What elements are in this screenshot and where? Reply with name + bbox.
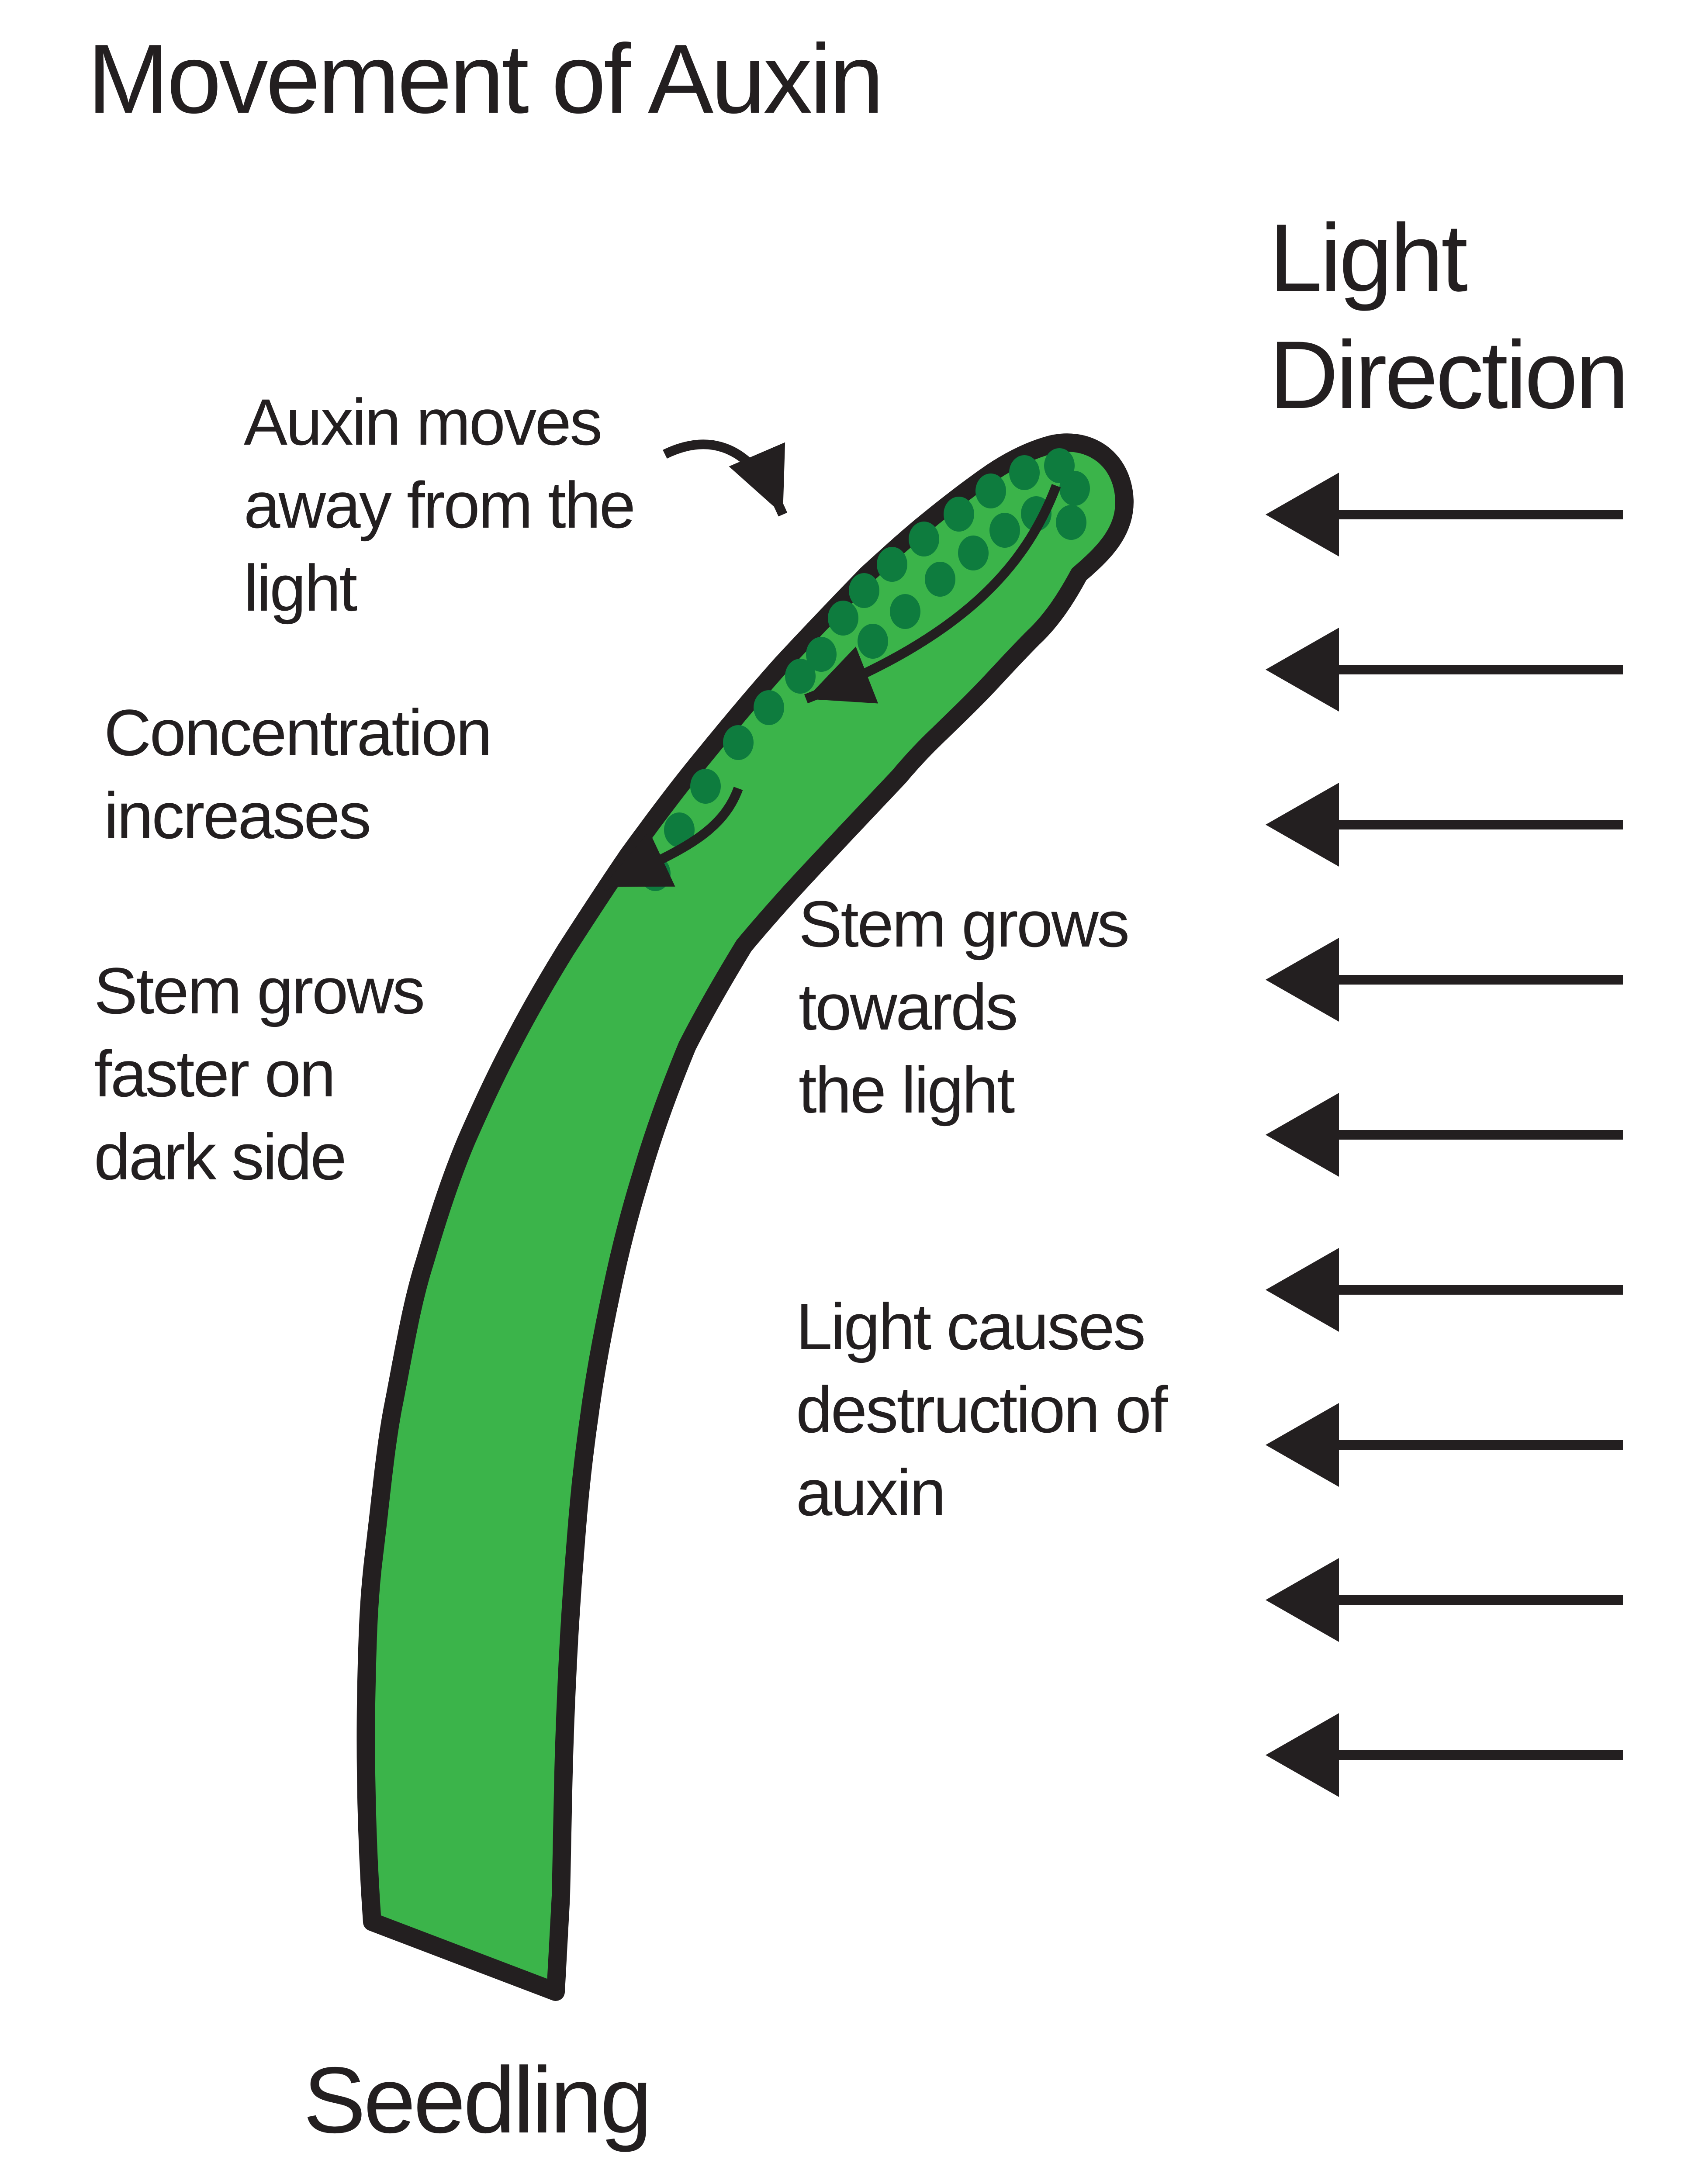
light-arrow <box>1266 473 1623 556</box>
annotation-line: faster on <box>94 1037 336 1110</box>
light-arrow <box>1266 938 1623 1022</box>
light-direction-line: Light <box>1269 204 1468 311</box>
seedling-stem <box>356 433 1134 2001</box>
annotation-line: light <box>244 551 357 625</box>
auxin-flow-arrow-stem <box>601 787 743 891</box>
light-arrow <box>1266 783 1623 867</box>
annotation-light-destroys-auxin: Light causes destruction of auxin <box>796 1285 1168 1534</box>
light-direction-label: Light Direction <box>1269 199 1629 433</box>
light-arrow <box>1266 628 1623 712</box>
light-arrow <box>1266 1558 1623 1642</box>
annotation-line: dark side <box>94 1120 347 1193</box>
annotation-line: towards <box>799 970 1018 1044</box>
light-arrow <box>1266 1713 1623 1797</box>
annotation-line: auxin <box>796 1456 946 1529</box>
label-pointer-arrow <box>663 439 788 517</box>
annotation-auxin-moves: Auxin moves away from the light <box>244 380 636 629</box>
annotation-line: Auxin moves <box>244 385 602 459</box>
annotation-line: away from the <box>244 468 636 542</box>
light-direction-line: Direction <box>1269 321 1629 429</box>
annotation-line: the light <box>799 1053 1015 1127</box>
page-title: Movement of Auxin <box>87 24 884 134</box>
annotation-line: Stem grows <box>94 954 425 1027</box>
light-arrow <box>1266 1403 1623 1487</box>
annotation-faster-dark-side: Stem grows faster on dark side <box>94 949 425 1198</box>
auxin-flow-arrow-tip <box>804 484 1061 704</box>
light-arrow <box>1266 1093 1623 1177</box>
light-arrow <box>1266 1248 1623 1332</box>
annotation-towards-light: Stem grows towards the light <box>799 882 1130 1131</box>
annotation-line: Concentration <box>104 696 492 769</box>
annotation-line: Light causes <box>796 1290 1146 1363</box>
light-arrows <box>1266 473 1623 1797</box>
annotation-line: destruction of <box>796 1373 1168 1446</box>
annotation-line: increases <box>104 779 371 852</box>
annotation-line: Stem grows <box>799 887 1130 961</box>
seedling-caption: Seedling <box>303 2047 652 2153</box>
annotation-concentration: Concentration increases <box>104 691 492 857</box>
